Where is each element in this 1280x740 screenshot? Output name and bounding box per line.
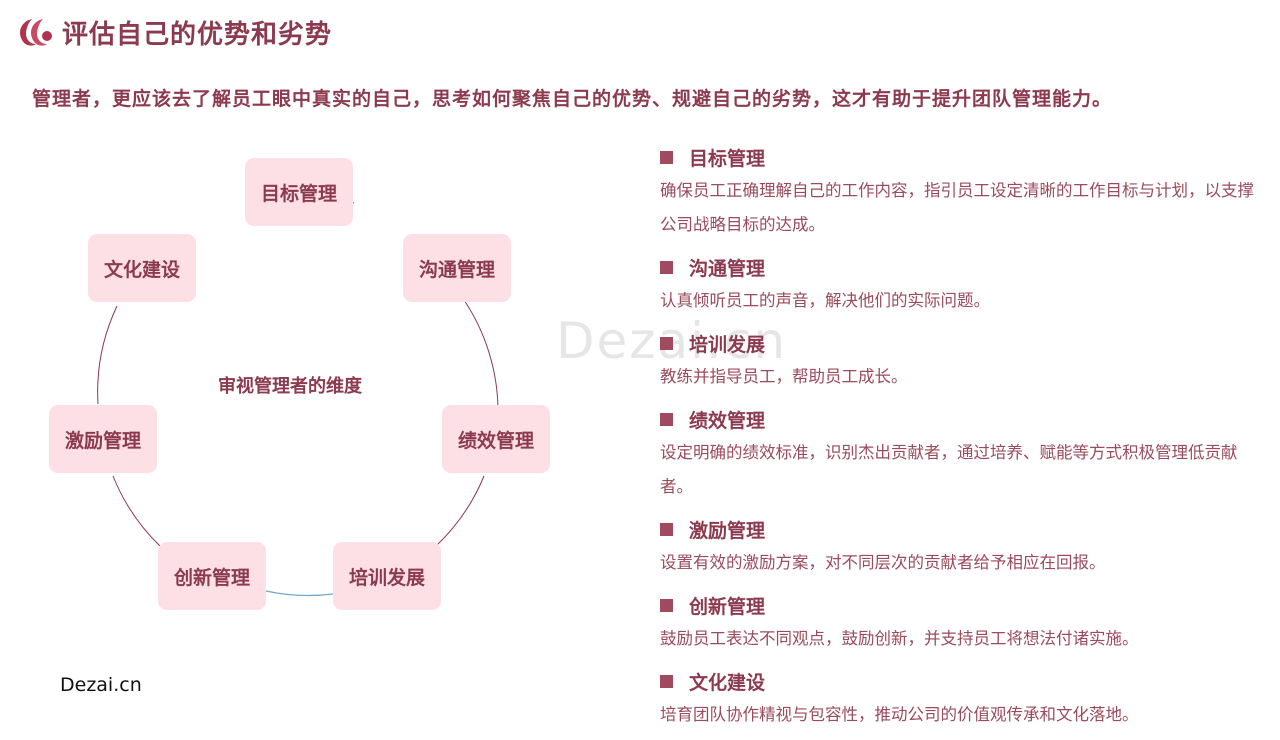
node-training-development: 培训发展 (333, 542, 441, 610)
list-item: 目标管理 确保员工正确理解自己的工作内容，指引员工设定清晰的工作目标与计划，以支… (660, 140, 1270, 242)
list-item: 沟通管理 认真倾听员工的声音，解决他们的实际问题。 (660, 250, 1270, 318)
dimension-ring (97, 195, 499, 597)
square-bullet-icon (660, 522, 673, 536)
list-item-desc: 设置有效的激励方案，对不同层次的贡献者给予相应在回报。 (660, 553, 1106, 572)
square-bullet-icon (660, 336, 673, 350)
list-item-desc: 确保员工正确理解自己的工作内容，指引员工设定清晰的工作目标与计划，以支撑公司战略… (660, 181, 1254, 234)
dimension-list: 目标管理 确保员工正确理解自己的工作内容，指引员工设定清晰的工作目标与计划，以支… (660, 140, 1270, 740)
node-culture-building: 文化建设 (88, 234, 196, 302)
list-item-title: 激励管理 (689, 519, 766, 542)
node-innovation-management: 创新管理 (158, 542, 266, 610)
site-credit: Dezai.cn (60, 674, 142, 696)
page-title: 评估自己的优势和劣势 (62, 20, 333, 50)
list-item-title: 绩效管理 (689, 409, 766, 432)
list-item-desc: 鼓励员工表达不同观点，鼓励创新，并支持员工将想法付诸实施。 (660, 629, 1139, 648)
square-bullet-icon (660, 674, 673, 688)
list-item: 激励管理 设置有效的激励方案，对不同层次的贡献者给予相应在回报。 (660, 512, 1270, 580)
node-communication-management: 沟通管理 (403, 234, 511, 302)
list-item-title: 培训发展 (689, 333, 766, 356)
list-item-title: 沟通管理 (689, 257, 766, 280)
list-item: 培训发展 教练并指导员工，帮助员工成长。 (660, 326, 1270, 394)
list-item: 文化建设 培育团队协作精视与包容性，推动公司的价值观传承和文化落地。 (660, 664, 1270, 732)
list-item: 创新管理 鼓励员工表达不同观点，鼓励创新，并支持员工将想法付诸实施。 (660, 588, 1270, 656)
brand-logo-icon (20, 19, 52, 46)
list-item-title: 目标管理 (689, 147, 766, 170)
square-bullet-icon (660, 412, 673, 426)
list-item-desc: 培育团队协作精视与包容性，推动公司的价值观传承和文化落地。 (660, 705, 1139, 724)
list-item-desc: 认真倾听员工的声音，解决他们的实际问题。 (660, 291, 990, 310)
node-performance-management: 绩效管理 (442, 405, 550, 473)
list-item-title: 文化建设 (689, 671, 766, 694)
square-bullet-icon (660, 150, 673, 164)
node-goal-management: 目标管理 (245, 158, 353, 226)
node-incentive-management: 激励管理 (49, 405, 157, 473)
list-item-desc: 教练并指导员工，帮助员工成长。 (660, 367, 908, 386)
list-item-title: 创新管理 (689, 595, 766, 618)
list-item-desc: 设定明确的绩效标准，识别杰出贡献者，通过培养、赋能等方式积极管理低贡献者。 (660, 443, 1238, 496)
diagram-center-label: 审视管理者的维度 (218, 376, 362, 397)
list-item: 绩效管理 设定明确的绩效标准，识别杰出贡献者，通过培养、赋能等方式积极管理低贡献… (660, 402, 1270, 504)
square-bullet-icon (660, 260, 673, 274)
page-subtitle: 管理者，更应该去了解员工眼中真实的自己，思考如何聚焦自己的优势、规避自己的劣势，… (32, 88, 1113, 110)
square-bullet-icon (660, 598, 673, 612)
